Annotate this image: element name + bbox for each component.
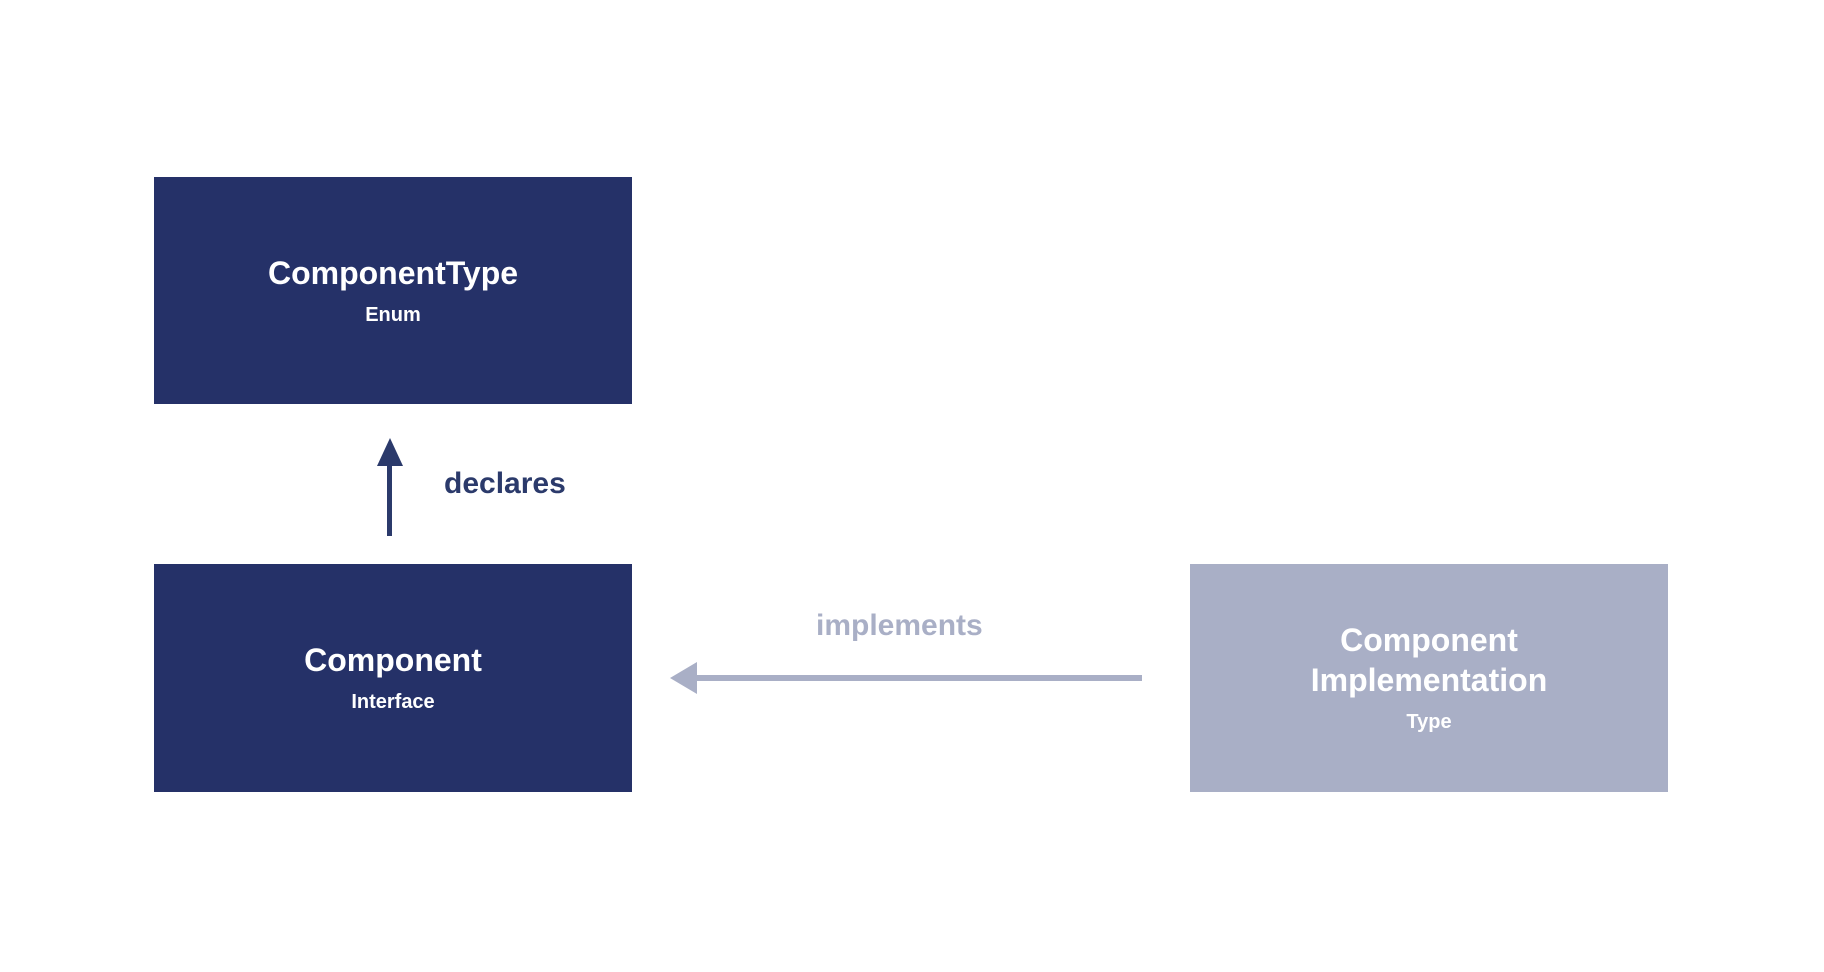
edge-label-implements: implements bbox=[816, 609, 983, 642]
node-component: Component Interface bbox=[154, 564, 632, 792]
node-component-type: ComponentType Enum bbox=[154, 177, 632, 404]
node-component-type-subtitle: Enum bbox=[365, 303, 421, 326]
node-component-implementation-title: Component Implementation bbox=[1310, 622, 1548, 698]
edge-label-declares: declares bbox=[444, 467, 566, 500]
node-component-implementation-subtitle: Type bbox=[1406, 711, 1452, 733]
implements-arrow-left-icon bbox=[670, 662, 697, 694]
node-component-type-title: ComponentType bbox=[267, 254, 519, 291]
declares-arrow-up-icon bbox=[377, 438, 403, 466]
implements-arrow-shaft bbox=[693, 675, 1142, 681]
node-component-title: Component bbox=[304, 642, 482, 678]
declares-arrow-shaft bbox=[387, 462, 392, 536]
node-component-subtitle: Interface bbox=[351, 691, 435, 713]
node-component-implementation: Component Implementation Type bbox=[1190, 564, 1668, 792]
